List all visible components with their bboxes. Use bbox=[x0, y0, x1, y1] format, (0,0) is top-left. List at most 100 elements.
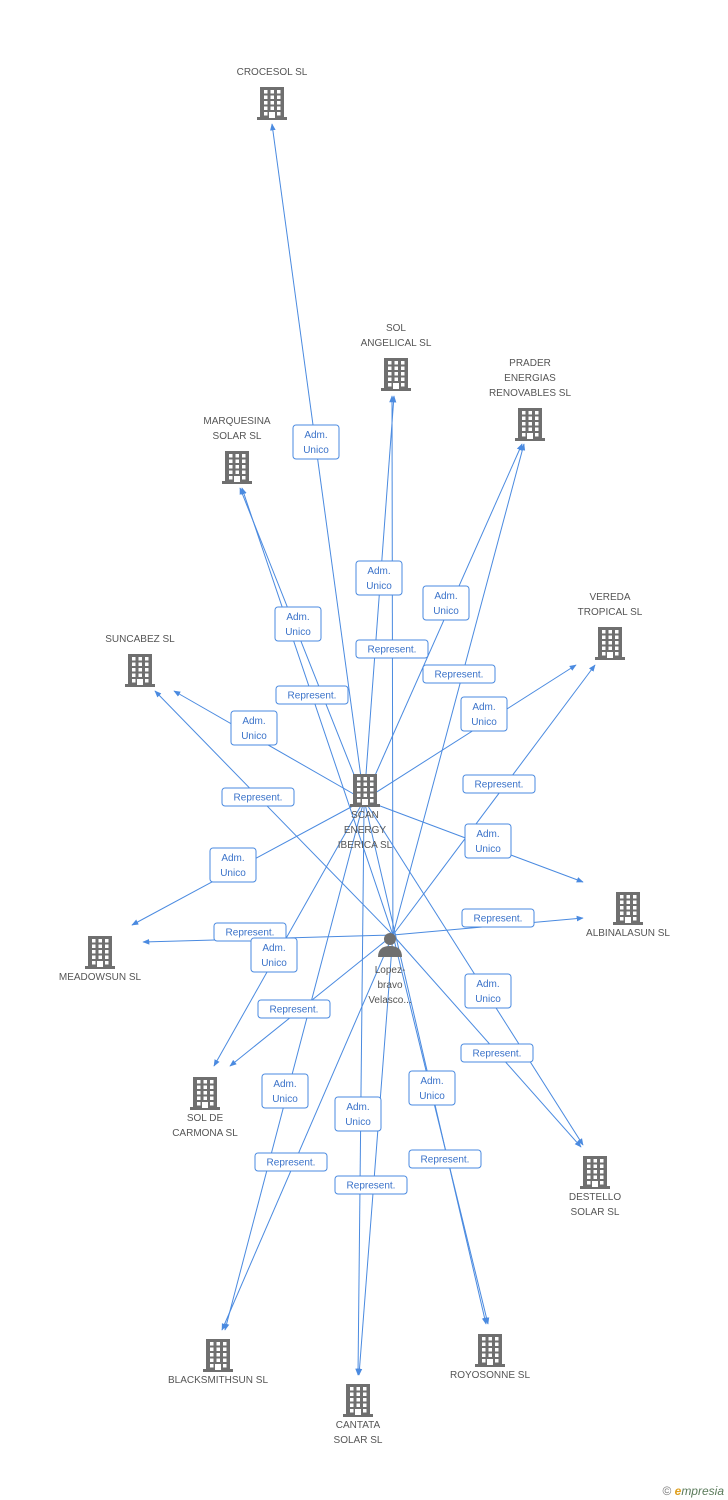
edge-person-destello bbox=[392, 934, 582, 1148]
footer-brand[interactable]: © empresia bbox=[662, 1484, 724, 1498]
edge-scan-blacksmithsun bbox=[223, 799, 365, 1331]
adm-unico-label-scan-destello[interactable]: Adm.Unico bbox=[464, 973, 512, 1009]
node-label: IBERICA SL bbox=[338, 840, 393, 851]
edge-label-text: Unico bbox=[220, 868, 246, 879]
represent-label-person-cantata[interactable]: Represent. bbox=[334, 1175, 408, 1195]
represent-label-person-marquesina[interactable]: Represent. bbox=[275, 685, 349, 705]
edge-label-text: Represent. bbox=[474, 914, 523, 925]
represent-label-person-suncabez[interactable]: Represent. bbox=[221, 787, 295, 807]
adm-unico-label-scan-vereda[interactable]: Adm.Unico bbox=[460, 696, 508, 732]
node-label: ANGELICAL SL bbox=[361, 338, 432, 349]
node-vereda[interactable]: VEREDA TROPICAL SL bbox=[578, 592, 643, 660]
edge-label-text: Unico bbox=[471, 717, 497, 728]
represent-label-person-sol_carmona[interactable]: Represent. bbox=[257, 999, 331, 1019]
node-royosonne[interactable]: ROYOSONNE SL bbox=[450, 1334, 530, 1381]
edge-label-box bbox=[462, 774, 536, 794]
edge-label-box bbox=[275, 685, 349, 705]
edge-person-blacksmithsun bbox=[221, 934, 394, 1331]
edge-label-box bbox=[355, 560, 403, 596]
node-label: SOLAR SL bbox=[334, 1435, 383, 1446]
building-icon bbox=[613, 892, 643, 925]
represent-label-person-sol_angelical[interactable]: Represent. bbox=[355, 639, 429, 659]
edge-label-box bbox=[408, 1149, 482, 1169]
adm-unico-label-scan-blacksmithsun[interactable]: Adm.Unico bbox=[261, 1073, 309, 1109]
adm-unico-label-scan-royosonne[interactable]: Adm.Unico bbox=[408, 1070, 456, 1106]
edge-scan-sol_carmona bbox=[213, 799, 365, 1067]
edge-label-text: Represent. bbox=[347, 1181, 396, 1192]
edge-label-box bbox=[292, 424, 340, 460]
node-meadowsun[interactable]: MEADOWSUN SL bbox=[59, 936, 142, 983]
node-label: MARQUESINA bbox=[203, 416, 271, 427]
edge-label-text: Adm. bbox=[434, 591, 457, 602]
edge-label-text: Represent. bbox=[234, 793, 283, 804]
edge-person-marquesina bbox=[241, 487, 394, 936]
edge-label-text: Adm. bbox=[476, 979, 499, 990]
node-crocesol[interactable]: CROCESOL SL bbox=[237, 67, 308, 120]
edge-person-sol_angelical bbox=[389, 395, 395, 936]
edge-label-box bbox=[464, 973, 512, 1009]
building-icon bbox=[381, 358, 411, 391]
edge-person-prader bbox=[392, 443, 526, 936]
adm-unico-label-scan-crocesol[interactable]: Adm.Unico bbox=[292, 424, 340, 460]
adm-unico-label-scan-prader[interactable]: Adm.Unico bbox=[422, 585, 470, 621]
node-label: BLACKSMITHSUN SL bbox=[168, 1375, 268, 1386]
building-icon bbox=[580, 1156, 610, 1189]
represent-label-person-royosonne[interactable]: Represent. bbox=[408, 1149, 482, 1169]
represent-label-person-destello[interactable]: Represent. bbox=[460, 1043, 534, 1063]
person-icon bbox=[378, 933, 402, 957]
represent-label-person-albinalasun[interactable]: Represent. bbox=[461, 908, 535, 928]
represent-label-person-prader[interactable]: Represent. bbox=[422, 664, 496, 684]
edge-label-text: Represent. bbox=[368, 645, 417, 656]
building-icon bbox=[222, 451, 252, 484]
node-label: SOLAR SL bbox=[571, 1207, 620, 1218]
edge-label-box bbox=[213, 922, 287, 942]
adm-unico-label-scan-marquesina[interactable]: Adm.Unico bbox=[274, 606, 322, 642]
represent-label-person-vereda[interactable]: Represent. bbox=[462, 774, 536, 794]
edge-labels-layer: Adm.UnicoAdm.UnicoRepresent.Adm.UnicoRep… bbox=[209, 424, 536, 1195]
edge-person-vereda bbox=[392, 664, 596, 936]
edge-label-box bbox=[274, 606, 322, 642]
edge-label-box bbox=[250, 937, 298, 973]
adm-unico-label-scan-sol_angelical[interactable]: Adm.Unico bbox=[355, 560, 403, 596]
adm-unico-label-scan-meadowsun[interactable]: Adm.Unico bbox=[209, 847, 257, 883]
node-label: ROYOSONNE SL bbox=[450, 1370, 530, 1381]
represent-label-person-meadowsun[interactable]: Represent. bbox=[213, 922, 287, 942]
edge-label-text: Unico bbox=[241, 731, 267, 742]
edge-person-suncabez bbox=[154, 690, 394, 936]
building-icon bbox=[595, 627, 625, 660]
node-suncabez[interactable]: SUNCABEZ SL bbox=[105, 634, 175, 687]
edge-scan-royosonne bbox=[363, 799, 488, 1325]
edge-label-box bbox=[422, 664, 496, 684]
node-label: VEREDA bbox=[589, 592, 630, 603]
node-label: ENERGIAS bbox=[504, 373, 556, 384]
adm-unico-label-scan-suncabez[interactable]: Adm.Unico bbox=[230, 710, 278, 746]
node-blacksmithsun[interactable]: BLACKSMITHSUN SL bbox=[168, 1339, 268, 1386]
edge-label-text: Represent. bbox=[473, 1049, 522, 1060]
adm-unico-label-scan-cantata[interactable]: Adm.Unico bbox=[334, 1096, 382, 1132]
building-icon bbox=[257, 87, 287, 120]
building-icon bbox=[350, 774, 380, 807]
node-albinalasun[interactable]: ALBINALASUN SL bbox=[586, 892, 670, 939]
adm-unico-label-scan-sol_carmona[interactable]: Adm.Unico bbox=[250, 937, 298, 973]
edge-label-box bbox=[221, 787, 295, 807]
edge-label-text: Represent. bbox=[288, 691, 337, 702]
edge-label-text: Represent. bbox=[267, 1158, 316, 1169]
building-icon bbox=[475, 1334, 505, 1367]
node-label: TROPICAL SL bbox=[578, 607, 643, 618]
node-label: SUNCABEZ SL bbox=[105, 634, 175, 645]
edge-scan-marquesina bbox=[239, 487, 365, 801]
node-label: CARMONA SL bbox=[172, 1128, 238, 1139]
represent-label-person-blacksmithsun[interactable]: Represent. bbox=[254, 1152, 328, 1172]
node-person[interactable]: Lopez-bravoVelasco... bbox=[368, 933, 412, 1006]
adm-unico-label-scan-albinalasun[interactable]: Adm.Unico bbox=[464, 823, 512, 859]
edge-label-text: Unico bbox=[285, 627, 311, 638]
edge-person-cantata bbox=[356, 934, 394, 1376]
